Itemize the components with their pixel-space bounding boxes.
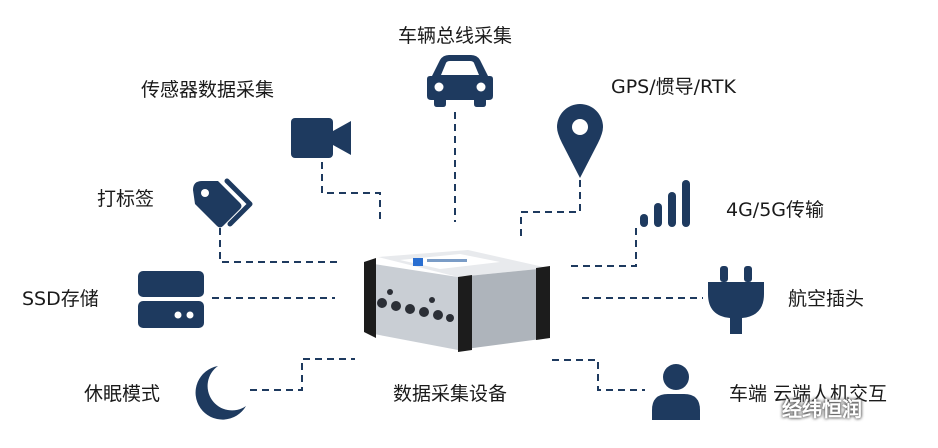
node-label-plug: 航空插头: [788, 288, 865, 310]
node-label-tag: 打标签: [97, 188, 155, 210]
watermark: 经纬恒润: [782, 397, 862, 421]
connector-network: [568, 228, 637, 267]
connectors: [212, 112, 703, 391]
node-label-sensor: 传感器数据采集: [141, 79, 275, 101]
video-camera-icon: [291, 118, 351, 158]
node-label-gps: GPS/惯导/RTK: [611, 76, 736, 98]
moon-icon: [195, 366, 246, 420]
connector-hmi: [552, 359, 645, 391]
server-icon: [138, 271, 204, 328]
node-label-vehicle-bus: 车辆总线采集: [398, 25, 513, 47]
device-ports: [377, 289, 454, 322]
device-logo: [413, 258, 423, 266]
signal-bars-icon: [640, 180, 690, 227]
car-icon: [427, 55, 493, 107]
connector-sensor: [321, 162, 381, 222]
connector-sleep: [250, 358, 355, 391]
user-icon: [652, 364, 700, 420]
data-acquisition-device: [364, 250, 550, 352]
plug-icon: [708, 266, 764, 334]
connector-tag: [219, 228, 340, 263]
connector-gps: [520, 180, 581, 240]
location-pin-icon: [557, 104, 603, 178]
center-label-device: 数据采集设备: [393, 383, 508, 405]
tag-icon: [193, 178, 253, 228]
node-label-sleep: 休眠模式: [84, 383, 161, 405]
node-label-ssd: SSD存储: [22, 288, 99, 310]
node-label-hmi: 车端 云端人机交互: [729, 383, 888, 405]
node-label-network: 4G/5G传输: [726, 199, 825, 221]
